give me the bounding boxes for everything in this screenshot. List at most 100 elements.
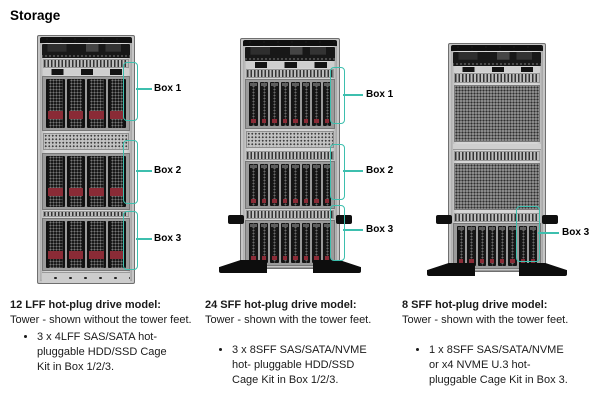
model-bullet-list: 1 x 8SFF SAS/SATA/NVME or x4 NVME U.3 ho…: [402, 343, 598, 388]
callout-bracket-box3: [330, 205, 345, 261]
drive-bay: [249, 164, 258, 206]
callout-line-box3: [538, 232, 559, 234]
drive-latch: [48, 188, 63, 197]
drive-bay: [487, 226, 496, 267]
drive-cage-box1: [42, 76, 130, 132]
drive-latch: [89, 250, 104, 259]
drive-bay: [46, 79, 65, 129]
description-8sff: 8 SFF hot-plug drive model: Tower - show…: [402, 298, 598, 388]
tower-foot-left: [427, 263, 475, 276]
tower-foot-right: [519, 263, 567, 276]
drive-bay: [477, 226, 486, 267]
callout-label-box3: Box 3: [154, 233, 182, 244]
drive-latch: [261, 118, 266, 123]
drive-cage-box2: [42, 153, 130, 210]
drive-latch: [48, 110, 63, 119]
tower-foot-right: [313, 260, 361, 273]
drive-bay: [312, 223, 321, 263]
bottom-strip: [245, 267, 335, 268]
drive-bay: [259, 82, 268, 126]
drive-latch: [89, 188, 104, 197]
callout-label-box3: Box 3: [366, 224, 394, 235]
model-subtext: Tower - shown with the tower feet.: [402, 314, 569, 326]
callout-label-box2: Box 2: [154, 165, 182, 176]
drive-bay: [249, 223, 258, 263]
drive-latch: [68, 188, 83, 197]
callout-bracket-box1: [123, 62, 138, 121]
callout-bracket-box2: [123, 140, 138, 204]
drive-latch: [272, 118, 277, 123]
vent-grille: [246, 130, 334, 148]
tower-top-panel: [40, 37, 132, 43]
drive-bay: [301, 82, 310, 126]
description-12lff: 12 LFF hot-plug drive model: Tower - sho…: [10, 298, 198, 375]
drive-latch: [68, 110, 83, 119]
model-subtext: Tower - shown with the tower feet.: [205, 314, 372, 326]
callout-label-box3: Box 3: [562, 227, 590, 238]
drive-bay: [107, 79, 126, 129]
callout-label-box1: Box 1: [366, 89, 394, 100]
drive-latch: [261, 198, 266, 203]
tower-8sff-image: [427, 43, 567, 276]
tower-24sff-image: [219, 38, 361, 273]
callout-label-box1: Box 1: [154, 83, 182, 94]
drive-latch: [469, 259, 474, 264]
drive-latch: [272, 256, 277, 260]
drive-latch: [314, 198, 319, 203]
drive-bay: [312, 164, 321, 206]
tower-top-panel: [243, 40, 337, 46]
tower-foot-fin-left: [228, 215, 244, 224]
drive-latch: [459, 259, 464, 264]
callout-bracket-box3: [516, 206, 540, 262]
drive-latch: [109, 188, 124, 197]
drive-latch: [324, 198, 329, 203]
drive-latch: [48, 250, 63, 259]
drive-bay: [66, 79, 85, 129]
tower-foot-left: [219, 260, 267, 273]
drive-latch: [293, 198, 298, 203]
drive-latch: [109, 110, 124, 119]
drive-latch: [293, 256, 298, 260]
drive-bay: [280, 82, 289, 126]
drive-bay: [301, 223, 310, 263]
model-heading: 8 SFF hot-plug drive model:: [402, 299, 548, 311]
io-panel: [245, 46, 335, 61]
drive-cage-box3: [42, 218, 130, 271]
callout-line-box3: [136, 238, 152, 240]
drive-latch: [251, 256, 256, 260]
drive-bay: [291, 223, 300, 263]
drive-bay: [280, 164, 289, 206]
drive-bay: [291, 82, 300, 126]
cage-latch-tabs: [43, 69, 129, 76]
drive-latch: [282, 118, 287, 123]
vent-strip: [454, 151, 540, 161]
drive-bay: [87, 79, 106, 129]
tower-foot-fin-right: [542, 215, 558, 224]
drive-latch: [251, 118, 256, 123]
callout-label-box2: Box 2: [366, 165, 394, 176]
bullet-item: 3 x 4LFF SAS/SATA hot-pluggable HDD/SSD …: [37, 330, 179, 375]
drive-bay: [87, 156, 106, 207]
tower-12lff-image: [37, 35, 135, 284]
bottom-strip: [42, 271, 130, 283]
tower-foot-fin-left: [436, 215, 452, 224]
divider-strip: [43, 210, 129, 218]
drive-bay: [270, 82, 279, 126]
drive-bay: [270, 223, 279, 263]
blank-bay-panel-box2: [454, 162, 540, 210]
drive-bay: [467, 226, 476, 267]
drive-latch: [272, 198, 277, 203]
drive-bay: [46, 156, 65, 207]
drive-latch: [510, 259, 515, 264]
drive-bay: [291, 164, 300, 206]
drive-bay: [508, 226, 517, 267]
drive-bay: [312, 82, 321, 126]
bullet-item: 3 x 8SFF SAS/SATA/NVME hot- pluggable HD…: [232, 343, 374, 388]
drive-latch: [303, 198, 308, 203]
io-panel: [42, 43, 130, 58]
description-24sff: 24 SFF hot-plug drive model: Tower - sho…: [205, 298, 397, 388]
callout-bracket-box2: [330, 144, 345, 200]
tower-top-panel: [451, 45, 543, 51]
drive-bay: [270, 164, 279, 206]
cage-latch-tabs: [246, 61, 334, 68]
